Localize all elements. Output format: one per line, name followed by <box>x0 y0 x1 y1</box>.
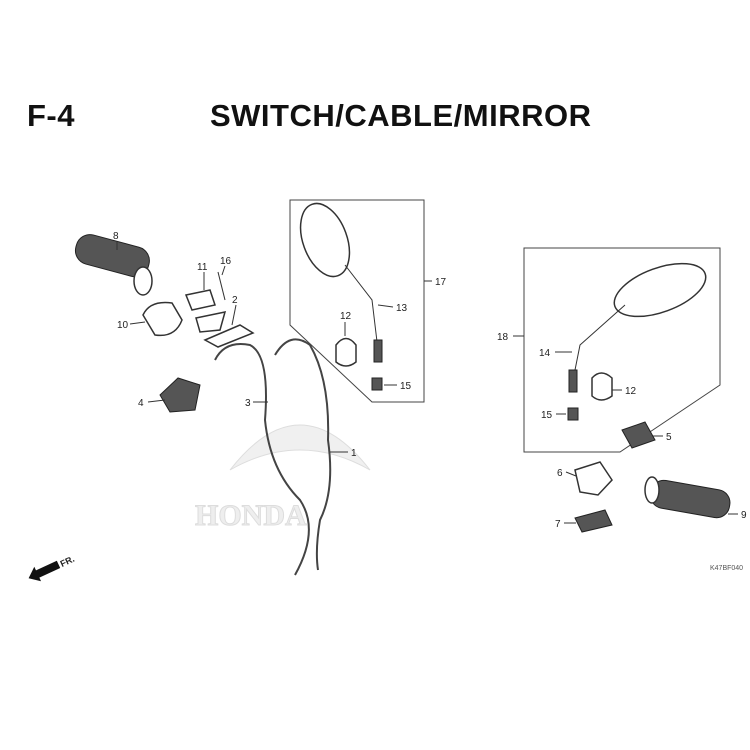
callout-9: 9 <box>741 510 747 521</box>
callout-14: 14 <box>539 348 551 359</box>
callout-16: 16 <box>220 256 232 267</box>
honda-watermark: HONDA <box>195 424 371 533</box>
callout-12: 12 <box>340 311 352 322</box>
callout-7: 7 <box>555 519 561 530</box>
callout-5: 5 <box>666 432 672 443</box>
switch-5 <box>621 421 656 449</box>
callout-1: 1 <box>351 448 357 459</box>
callout-12-left: 12 <box>625 386 637 397</box>
callout-2: 2 <box>232 295 238 306</box>
throttle-housing-upper <box>195 311 227 333</box>
switch-7 <box>574 509 613 533</box>
throttle-cable-1 <box>274 338 332 571</box>
callout-17: 17 <box>435 277 447 288</box>
callout-4: 4 <box>138 398 144 409</box>
nut-15 <box>371 377 383 391</box>
throttle-housing <box>142 301 183 337</box>
callout-13: 13 <box>396 303 408 314</box>
callout-15-left: 15 <box>541 410 553 421</box>
callout-18: 18 <box>497 332 509 343</box>
callout-8: 8 <box>113 231 119 242</box>
svg-text:FR.: FR. <box>59 554 76 569</box>
grip-left <box>644 476 731 519</box>
callout-10: 10 <box>117 320 129 331</box>
leader-lines <box>116 242 738 524</box>
nut-cover-12-left <box>591 372 613 401</box>
svg-text:HONDA: HONDA <box>195 499 307 532</box>
front-direction-arrow: FR. <box>28 554 76 582</box>
mirror-assembly-box-left <box>523 247 721 453</box>
throttle-cable-3 <box>214 343 310 576</box>
callout-6: 6 <box>557 468 563 479</box>
mirror-assembly-box-right <box>289 199 425 403</box>
section-code: F-4 <box>27 98 75 133</box>
diagram-title: SWITCH/CABLE/MIRROR <box>210 98 592 133</box>
nut-cover-12 <box>335 337 357 367</box>
switch-4 <box>159 377 201 413</box>
screw <box>217 271 226 301</box>
grip-throttle <box>74 234 153 296</box>
mirror-left <box>568 262 707 393</box>
callout-15: 15 <box>400 381 412 392</box>
nut-15-left <box>567 407 579 421</box>
callout-3: 3 <box>245 398 251 409</box>
mirror-right <box>299 202 383 363</box>
callout-11: 11 <box>197 262 208 273</box>
holder <box>184 289 216 311</box>
switch-6 <box>574 461 613 496</box>
cover <box>203 324 255 348</box>
reference-code: K47BF040 <box>710 565 743 572</box>
